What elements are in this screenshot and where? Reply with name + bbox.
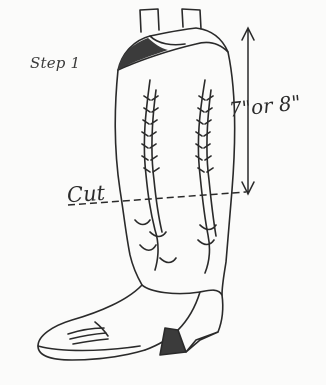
shaft-inner-back bbox=[150, 36, 185, 45]
heel-side bbox=[186, 332, 218, 352]
heel-block bbox=[160, 328, 186, 355]
boot-shaft-left-edge bbox=[115, 70, 142, 285]
cut-label: Cut bbox=[66, 181, 106, 208]
toe-stitch-2 bbox=[70, 333, 106, 339]
boot-shaft-outline bbox=[118, 28, 235, 295]
boot-toe-sole bbox=[38, 346, 140, 351]
shaft-stitch-right-inner bbox=[207, 90, 216, 236]
boot-heel bbox=[186, 295, 223, 352]
right-pull-strap bbox=[182, 9, 201, 29]
left-pull-strap bbox=[140, 9, 159, 32]
boot-vamp-top bbox=[142, 285, 222, 295]
step-label: Step 1 bbox=[30, 54, 80, 72]
toe-stitch-3 bbox=[73, 339, 108, 344]
